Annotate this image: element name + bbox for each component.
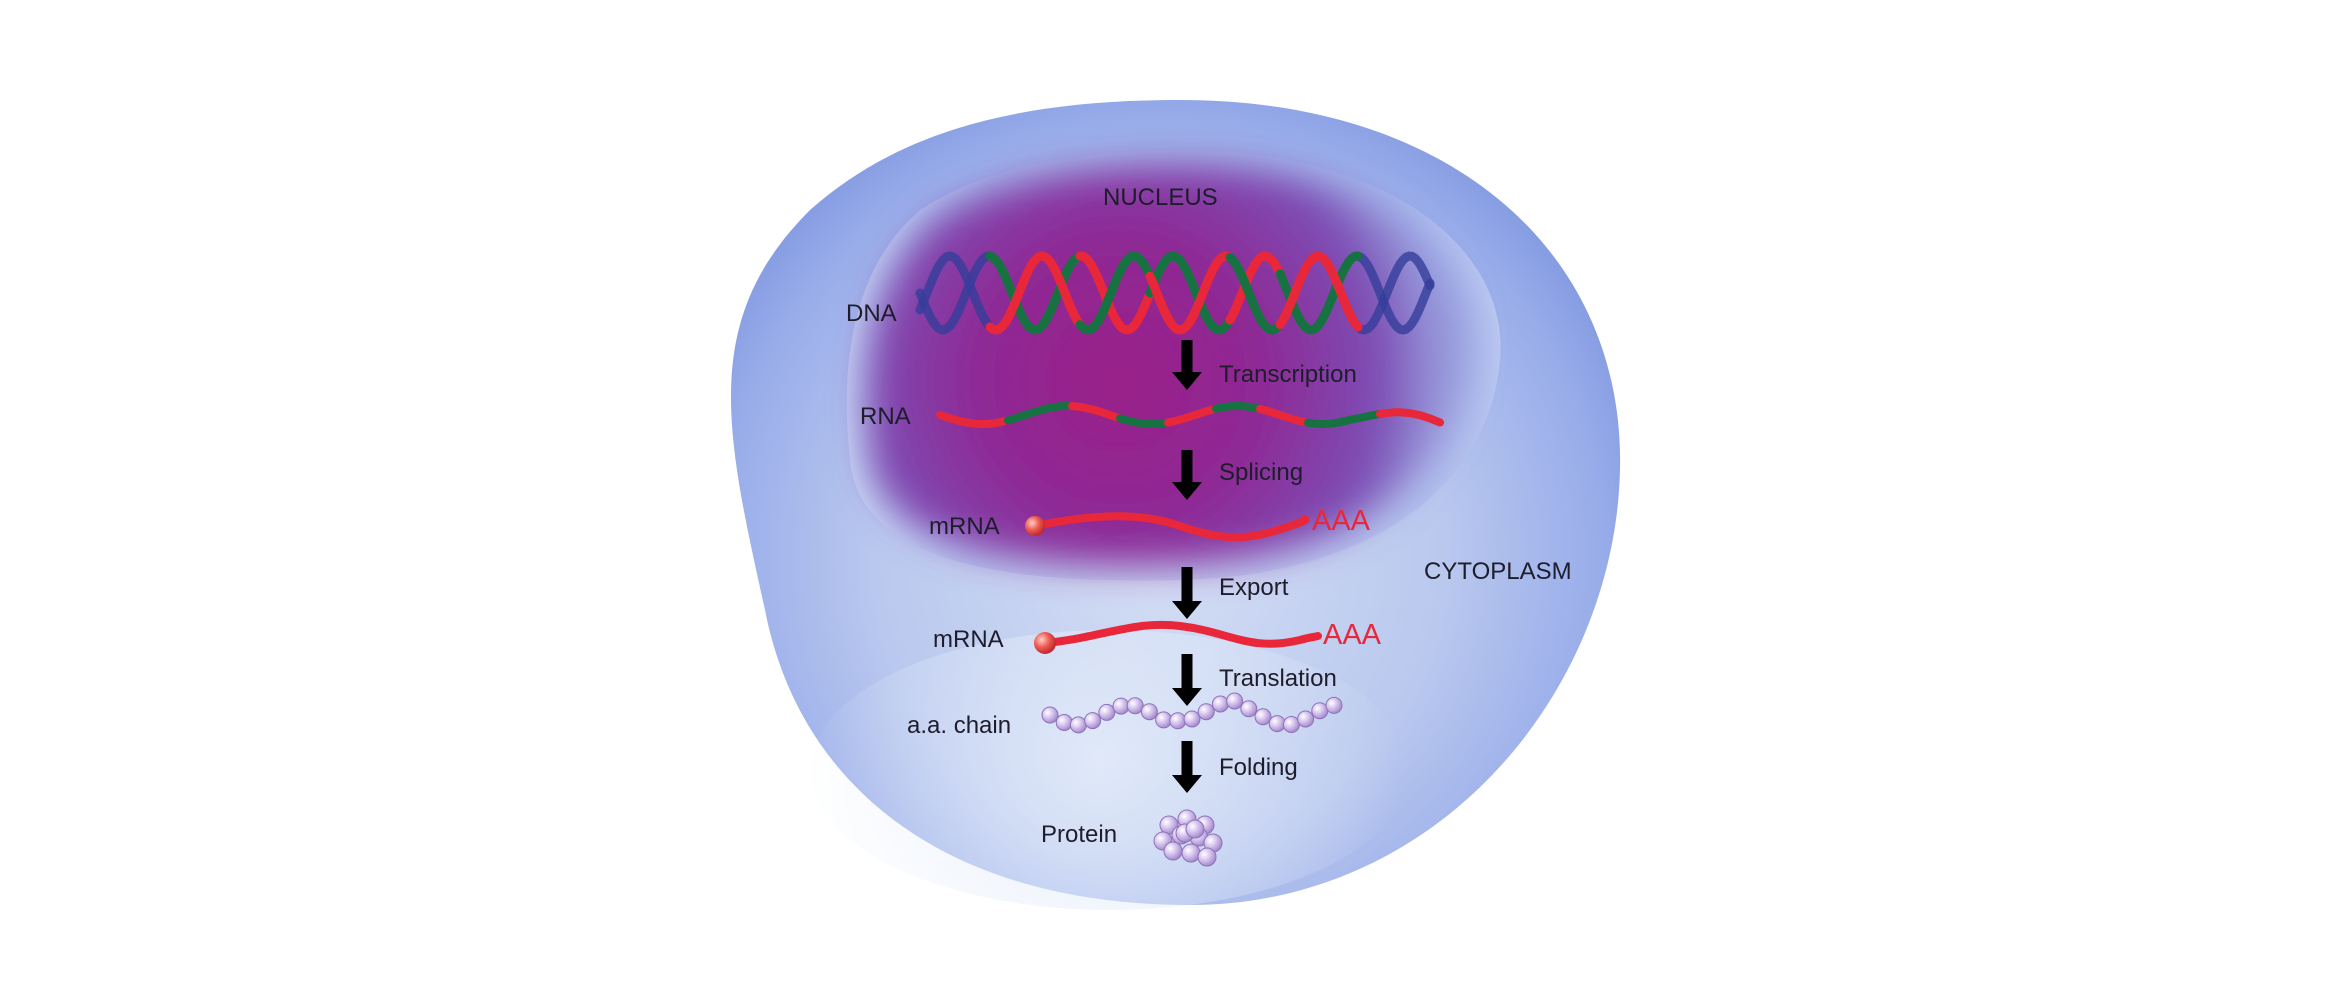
amino-acid-bead [1127, 698, 1143, 714]
cytoplasm-label: CYTOPLASM [1424, 558, 1572, 585]
amino-acid-bead [1170, 713, 1186, 729]
protein-bead [1186, 820, 1204, 838]
mrna-nucleus-cap [1025, 516, 1045, 536]
protein-bead [1198, 848, 1216, 866]
amino-acid-bead [1298, 711, 1314, 727]
rna-intron-segment [1216, 406, 1260, 409]
amino-acid-bead [1085, 713, 1101, 729]
amino-acid-bead [1141, 704, 1157, 720]
amino-acid-bead [1056, 715, 1072, 731]
amino-acid-bead [1156, 712, 1172, 728]
step-splicing-label: Splicing [1219, 459, 1303, 486]
amino-acid-bead [1212, 696, 1228, 712]
protein-label: Protein [1041, 821, 1117, 848]
amino-acid-bead [1227, 693, 1243, 709]
step-translation-label: Translation [1219, 665, 1337, 692]
poly-a-tail-nucleus: AAA [1312, 505, 1371, 537]
dna-label: DNA [846, 300, 897, 327]
amino-acid-bead [1269, 716, 1285, 732]
protein-bead [1164, 842, 1182, 860]
amino-acid-bead [1241, 701, 1257, 717]
amino-acid-bead [1312, 703, 1328, 719]
mrna-cytoplasm-label: mRNA [933, 626, 1004, 653]
rna-label: RNA [860, 403, 911, 430]
step-transcription-label: Transcription [1219, 361, 1357, 388]
aa-chain-label: a.a. chain [907, 712, 1011, 739]
poly-a-tail-cytoplasm: AAA [1323, 619, 1382, 651]
amino-acid-bead [1184, 711, 1200, 727]
mrna-nucleus-label: mRNA [929, 513, 1000, 540]
nucleus-body [867, 165, 1471, 566]
amino-acid-bead [1070, 717, 1086, 733]
amino-acid-bead [1198, 704, 1214, 720]
mrna-cytoplasm-cap [1034, 632, 1056, 654]
amino-acid-bead [1326, 697, 1342, 713]
amino-acid-bead [1113, 698, 1129, 714]
step-export-label: Export [1219, 574, 1289, 601]
amino-acid-bead [1099, 704, 1115, 720]
amino-acid-bead [1255, 709, 1271, 725]
protein-bead [1182, 844, 1200, 862]
step-folding-label: Folding [1219, 754, 1298, 781]
amino-acid-bead [1283, 717, 1299, 733]
amino-acid-bead [1042, 707, 1058, 723]
nucleus-label: NUCLEUS [1103, 184, 1218, 211]
